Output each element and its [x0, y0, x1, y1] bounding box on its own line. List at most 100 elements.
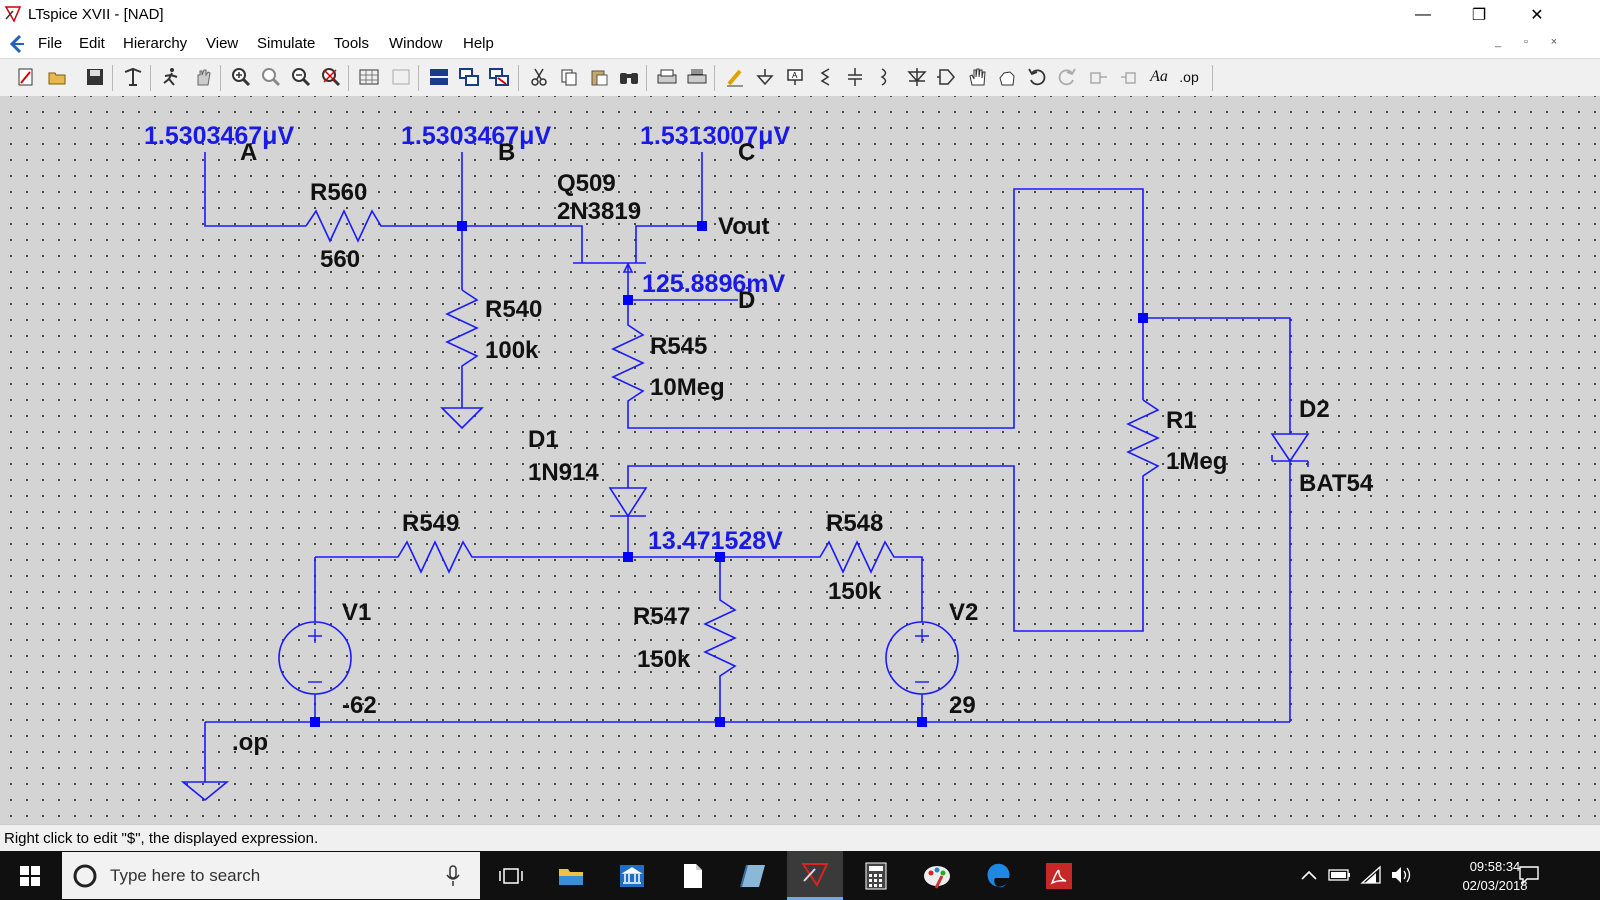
d2-value[interactable]: BAT54 — [1299, 470, 1374, 497]
battery-icon[interactable] — [1328, 868, 1352, 882]
print-preview-icon[interactable] — [684, 64, 710, 90]
move-icon[interactable] — [964, 64, 990, 90]
r560-value[interactable]: 560 — [320, 246, 360, 273]
paste-icon[interactable] — [586, 64, 612, 90]
text-icon[interactable]: Aa — [1146, 64, 1172, 90]
taskbar-clock[interactable]: 09:58:34 02/03/2018 — [1455, 857, 1535, 895]
copy-icon[interactable] — [556, 64, 582, 90]
doc-minimize-button[interactable]: _ — [1494, 36, 1502, 48]
microphone-icon[interactable] — [446, 865, 460, 887]
open-icon[interactable] — [44, 64, 70, 90]
taskbar-search[interactable]: Type here to search — [62, 852, 480, 899]
r548-value[interactable]: 150k — [828, 578, 882, 605]
tile-icon[interactable] — [426, 64, 452, 90]
r1-name[interactable]: R1 — [1166, 407, 1197, 434]
start-button[interactable] — [2, 851, 58, 900]
resistor-icon[interactable] — [812, 64, 838, 90]
wires[interactable] — [180, 152, 1310, 802]
menu-window[interactable]: Window — [389, 35, 443, 52]
net-label-a[interactable]: A — [240, 139, 257, 166]
taskbar-app-ltspice[interactable] — [787, 851, 843, 900]
taskbar-app-edge[interactable] — [970, 851, 1026, 900]
label-net-icon[interactable]: A — [782, 64, 808, 90]
r549-name[interactable]: R549 — [402, 510, 459, 537]
menu-edit[interactable]: Edit — [79, 35, 105, 52]
menu-simulate[interactable]: Simulate — [257, 35, 316, 52]
print-icon[interactable] — [654, 64, 680, 90]
q509-name[interactable]: Q509 — [557, 170, 616, 197]
taskbar-app-document[interactable] — [665, 851, 721, 900]
waveform-icon[interactable] — [356, 64, 382, 90]
zoom-fit-icon[interactable] — [318, 64, 344, 90]
d1-name[interactable]: D1 — [528, 426, 559, 453]
zoom-out-icon[interactable] — [288, 64, 314, 90]
r548-name[interactable]: R548 — [826, 510, 883, 537]
rotate-icon[interactable] — [1086, 64, 1112, 90]
doc-restore-button[interactable]: ▫ — [1524, 36, 1528, 48]
spice-directive-icon[interactable]: .op — [1176, 64, 1202, 90]
minimize-button[interactable]: — — [1415, 6, 1431, 23]
diode-icon[interactable] — [904, 64, 930, 90]
menu-hierarchy[interactable]: Hierarchy — [123, 35, 188, 52]
r545-name[interactable]: R545 — [650, 333, 707, 360]
find-icon[interactable] — [616, 64, 642, 90]
v1-name[interactable]: V1 — [342, 599, 371, 626]
control-panel-icon[interactable] — [120, 64, 146, 90]
action-center-icon[interactable] — [1518, 864, 1540, 886]
cascade-icon[interactable] — [456, 64, 482, 90]
d2-name[interactable]: D2 — [1299, 396, 1330, 423]
v2-value[interactable]: 29 — [949, 692, 976, 719]
doc-close-button[interactable]: × — [1550, 36, 1558, 48]
net-label-vout[interactable]: Vout — [718, 213, 770, 240]
waveform-fit-icon[interactable] — [388, 64, 414, 90]
taskbar-app-explorer[interactable] — [543, 851, 599, 900]
voltage-node-d[interactable]: 125.8896mV — [642, 270, 786, 298]
mirror-icon[interactable] — [1116, 64, 1142, 90]
v1-value[interactable]: -62 — [342, 692, 377, 719]
voltage-node-c[interactable]: 1.5313007μV — [640, 122, 790, 150]
menu-help[interactable]: Help — [463, 35, 494, 52]
drag-icon[interactable] — [994, 64, 1020, 90]
run-icon[interactable] — [158, 64, 184, 90]
save-icon[interactable] — [82, 64, 108, 90]
d1-value[interactable]: 1N914 — [528, 459, 599, 486]
r540-value[interactable]: 100k — [485, 337, 539, 364]
r547-name[interactable]: R547 — [633, 603, 690, 630]
net-label-b[interactable]: B — [498, 139, 515, 166]
inductor-icon[interactable] — [872, 64, 898, 90]
r560-name[interactable]: R560 — [310, 179, 367, 206]
wifi-icon[interactable] — [1360, 865, 1382, 885]
q509-value[interactable]: 2N3819 — [557, 198, 641, 225]
close-button[interactable]: ✕ — [1530, 7, 1544, 24]
zoom-in-icon[interactable] — [228, 64, 254, 90]
menu-view[interactable]: View — [206, 35, 239, 52]
restore-button[interactable]: ❐ — [1471, 7, 1487, 24]
new-schematic-icon[interactable] — [13, 64, 39, 90]
taskbar-app-paint[interactable] — [909, 851, 965, 900]
net-label-d[interactable]: D — [738, 287, 755, 314]
capacitor-icon[interactable] — [842, 64, 868, 90]
r1-value[interactable]: 1Meg — [1166, 448, 1227, 475]
close-window-icon[interactable] — [486, 64, 512, 90]
taskbar-app-calculator[interactable] — [848, 851, 904, 900]
taskbar-app-book[interactable] — [725, 851, 781, 900]
redo-icon[interactable] — [1054, 64, 1080, 90]
show-hidden-icons-icon[interactable] — [1300, 868, 1318, 882]
zoom-pan-icon[interactable] — [258, 64, 284, 90]
r540-name[interactable]: R540 — [485, 296, 542, 323]
net-label-c[interactable]: C — [738, 139, 755, 166]
taskbar-app-acrobat[interactable] — [1031, 851, 1087, 900]
halt-icon[interactable] — [190, 64, 216, 90]
voltage-node-a[interactable]: 1.5303467μV — [144, 122, 294, 150]
r547-value[interactable]: 150k — [637, 646, 691, 673]
menu-file[interactable]: File — [38, 35, 63, 52]
undo-icon[interactable] — [1024, 64, 1050, 90]
task-view-button[interactable] — [483, 851, 539, 900]
schematic-drawing[interactable]: 1.5303467μV 1.5303467μV 1.5313007μV 125.… — [0, 96, 1600, 824]
cut-icon[interactable] — [526, 64, 552, 90]
document-icon[interactable] — [6, 33, 28, 55]
menu-tools[interactable]: Tools — [334, 35, 370, 52]
draw-wire-icon[interactable] — [722, 64, 748, 90]
ground-icon[interactable] — [752, 64, 778, 90]
schematic-canvas[interactable]: 1.5303467μV 1.5303467μV 1.5313007μV 125.… — [0, 96, 1600, 824]
